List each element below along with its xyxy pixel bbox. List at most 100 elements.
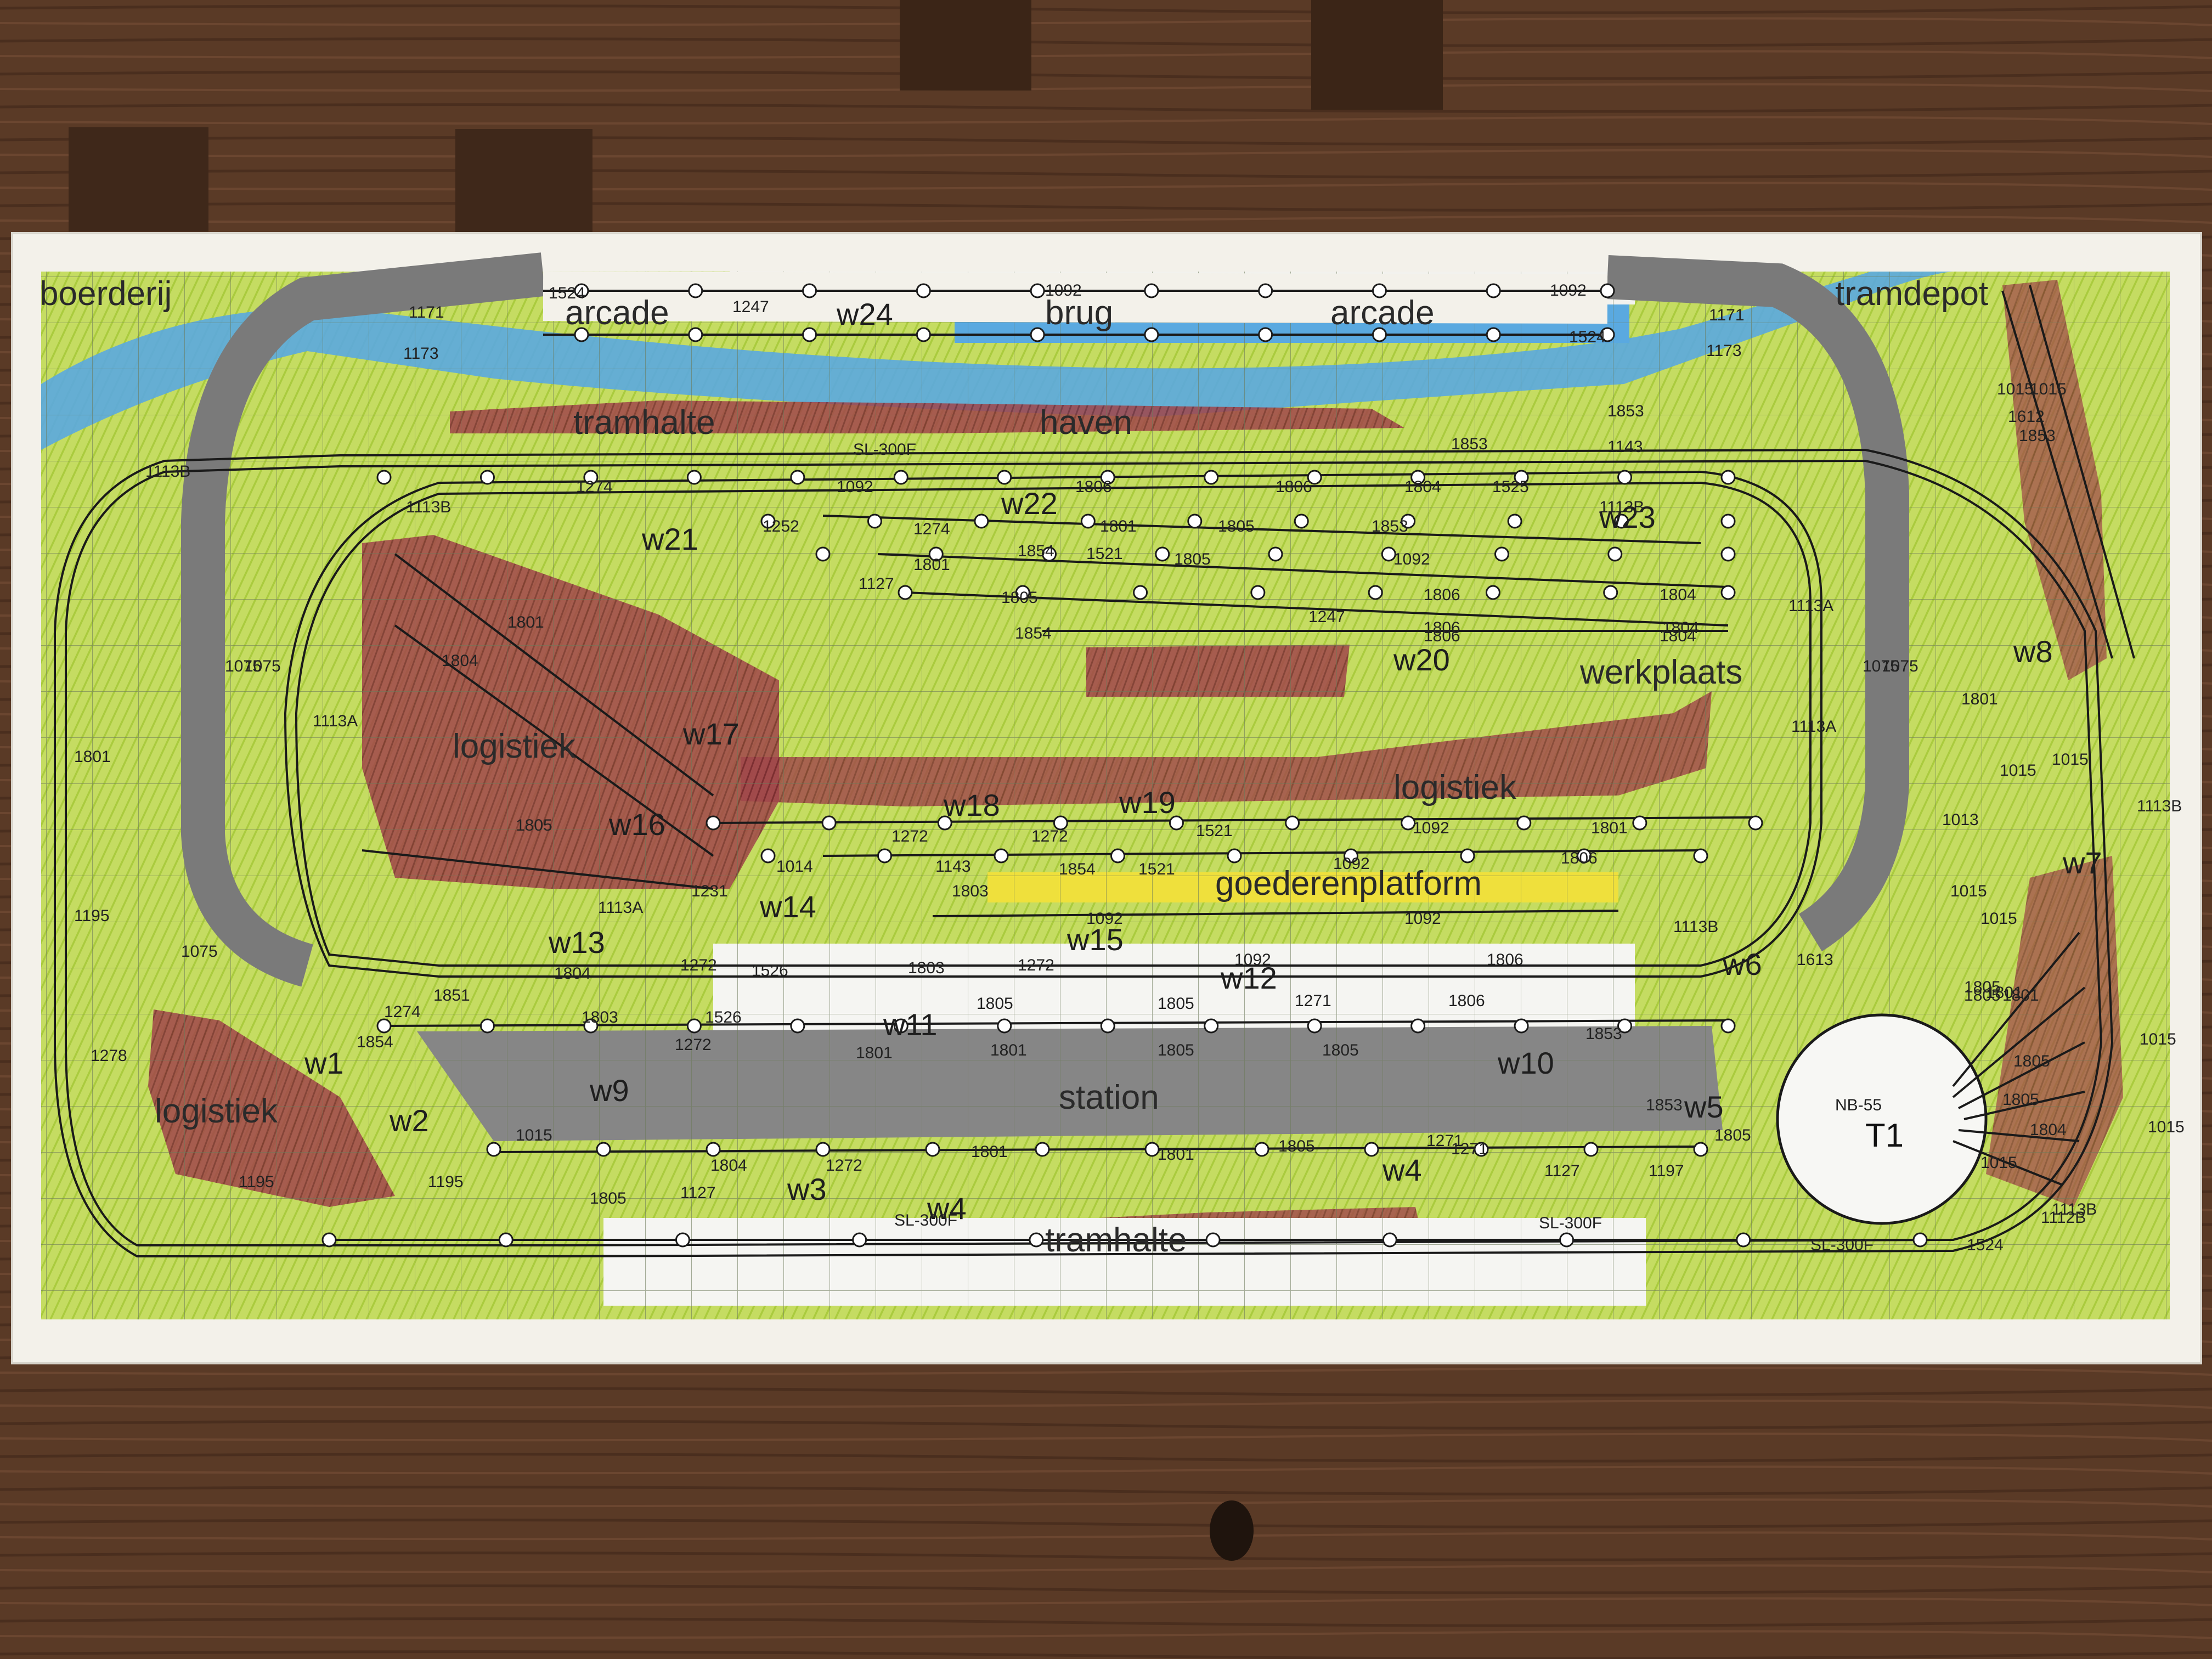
- track-joint: [1372, 327, 1387, 342]
- part-number-label: 1806: [1448, 992, 1485, 1010]
- track-joint: [1080, 514, 1096, 529]
- track-yard-3: [905, 591, 1729, 627]
- track-yard-5: [713, 816, 1756, 824]
- viaduct-top: [543, 272, 1608, 324]
- part-number-label: 1143: [935, 857, 971, 876]
- switch-w15: w15: [1067, 922, 1124, 957]
- part-number-label: 1805: [1964, 986, 2001, 1005]
- track-joint: [583, 470, 599, 485]
- switch-w14: w14: [760, 889, 816, 924]
- switch-w2: w2: [390, 1103, 429, 1138]
- part-number-label: 1272: [680, 956, 717, 974]
- track-joint: [1344, 848, 1358, 864]
- part-number-label: 1805: [1001, 589, 1038, 607]
- part-number-label: 1803: [582, 1008, 618, 1026]
- track-joint: [1583, 1142, 1599, 1157]
- part-number-label: 1521: [1196, 822, 1233, 840]
- part-number-label: 1271: [1426, 1132, 1463, 1150]
- part-number-label: 1804: [554, 964, 591, 983]
- switch-w23: w23: [1599, 500, 1656, 534]
- track-joint: [686, 470, 702, 485]
- track-joint: [583, 1018, 599, 1034]
- part-number-label: 1092: [1234, 951, 1271, 969]
- part-number-label: 1272: [675, 1036, 712, 1054]
- part-number-label: 1015: [2030, 380, 2067, 398]
- track-joint: [867, 514, 882, 529]
- track-joint: [1205, 1232, 1221, 1248]
- track-joint: [486, 1142, 501, 1157]
- track-joint: [1474, 1142, 1489, 1157]
- part-number-label: 1112B: [2041, 1209, 2086, 1227]
- track-joint: [1133, 585, 1148, 600]
- track-joint: [1600, 327, 1615, 342]
- track-joint: [1368, 585, 1383, 600]
- switch-w10: w10: [1498, 1046, 1554, 1080]
- track-joint: [925, 1142, 940, 1157]
- switch-w1: w1: [304, 1046, 344, 1080]
- part-number-label: 1524: [549, 284, 585, 302]
- part-number-label: 1801: [1986, 984, 2023, 1002]
- part-number-label: 1801: [1961, 690, 1998, 708]
- track-joint: [815, 546, 831, 562]
- part-number-label: 1252: [763, 517, 799, 535]
- part-number-label: 1853: [1646, 1096, 1683, 1114]
- track-joint: [688, 327, 703, 342]
- label-farm: boerderij: [40, 275, 172, 313]
- part-number-label: 1805: [1714, 1126, 1751, 1144]
- label-workshop: werkplaats: [1580, 653, 1743, 691]
- part-number-label: 1804: [710, 1156, 747, 1175]
- track-joint: [852, 1232, 867, 1248]
- track-joint: [1372, 283, 1387, 298]
- part-number-label: 1075: [244, 657, 281, 675]
- track-joint: [997, 1018, 1012, 1034]
- part-number-label: 1195: [239, 1173, 274, 1191]
- switch-w22: w22: [1001, 486, 1058, 521]
- part-number-label: 1805: [977, 995, 1013, 1013]
- part-number-label: 1015: [1997, 380, 2034, 398]
- part-number-label: 1854: [1015, 624, 1052, 642]
- part-number-label: 1127: [1544, 1162, 1580, 1180]
- part-number-label: 1195: [74, 907, 110, 925]
- track-joint: [675, 1232, 690, 1248]
- part-number-label: 1805: [516, 816, 552, 834]
- part-number-label: 1173: [1706, 342, 1742, 360]
- track-joint: [1614, 514, 1629, 529]
- part-number-label: SL-300F: [894, 1211, 958, 1229]
- part-number-label: 1092: [1086, 910, 1123, 928]
- part-number-label: 1274: [913, 520, 950, 538]
- part-number-label: 1113A: [598, 899, 644, 917]
- part-number-label: 1015: [2140, 1030, 2176, 1048]
- track-joint: [1514, 470, 1529, 485]
- switch-w19: w19: [1119, 785, 1176, 820]
- part-number-label: 1804: [1660, 627, 1696, 645]
- track-joint: [1204, 470, 1219, 485]
- track-joint: [937, 815, 952, 831]
- wood-notch-4: [1311, 0, 1443, 110]
- track-joint: [1617, 1018, 1633, 1034]
- part-number-label: 1127: [859, 575, 894, 593]
- track-joint: [1364, 1142, 1379, 1157]
- track-joint: [1029, 1232, 1044, 1248]
- part-number-label: 1853: [1585, 1025, 1622, 1043]
- track-joint: [1144, 1142, 1160, 1157]
- track-joint: [815, 1142, 831, 1157]
- track-joint: [916, 327, 931, 342]
- part-number-label: NB-55: [1835, 1096, 1882, 1114]
- part-number-label: 1272: [1031, 827, 1068, 845]
- part-number-label: 1801: [856, 1044, 893, 1062]
- label-logistics-center: logistiek: [1393, 769, 1516, 806]
- switch-w4-bottom: w4: [927, 1191, 967, 1226]
- part-number-label: 1247: [732, 298, 769, 316]
- part-number-label: 1853: [2019, 427, 2056, 445]
- part-number-label: SL-300F: [853, 441, 917, 459]
- track-joint: [928, 546, 944, 562]
- part-number-label: 1075: [181, 943, 218, 961]
- track-yard-1: [822, 515, 1701, 544]
- track-joint: [802, 283, 817, 298]
- part-number-label: 1804: [442, 652, 478, 670]
- track-joint: [574, 327, 589, 342]
- part-number-label: 1092: [1393, 550, 1430, 568]
- track-joint: [1294, 514, 1309, 529]
- label-tram-stop-bottom: tramhalte: [1045, 1221, 1187, 1259]
